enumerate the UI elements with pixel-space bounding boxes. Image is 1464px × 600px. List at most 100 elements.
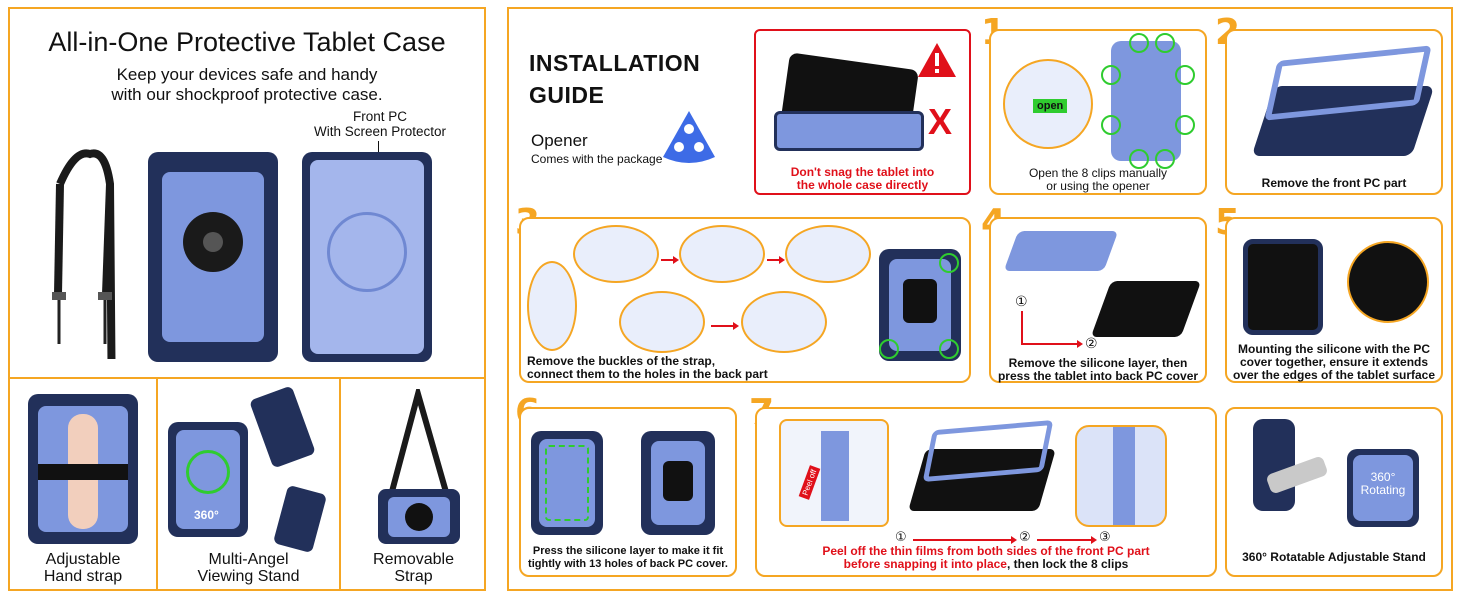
feature-removable-strap: Removable Strap [341,551,486,585]
step-3-buckle-photo-4 [619,291,705,353]
step-6-case-back-image [641,431,715,535]
step-4-line-2: press the tablet into back PC cover [997,369,1199,383]
step-6-box: Press the silicone layer to make it fit … [519,407,737,577]
removable-strap-image [378,389,460,544]
step-3-buckle-photo-5 [741,291,827,353]
peel-off-tab: Peel off [798,465,821,500]
rotating-badge-line-1: 360° [1370,470,1396,484]
callout-line-1: Front PC [352,109,407,124]
step-7-line-2-red: before snapping it into place [843,557,1007,571]
clip-marker [1101,65,1121,85]
installation-guide-panel: INSTALLATION GUIDE Opener Comes with the… [507,7,1453,591]
opener-label: Opener [531,131,588,150]
product-subtitle: Keep your devices safe and handy with ou… [10,65,484,105]
clip-marker [879,339,899,359]
rotating-stand-image: 360° [168,422,248,537]
clip-marker [1155,149,1175,169]
shoulder-strap-image [52,149,116,359]
step-5-edge-closeup [1347,241,1429,323]
rotating-badge: 360° Rotating [1347,471,1419,497]
step-4-caption: Remove the silicone layer, then press th… [991,357,1205,383]
warning-line-1: Don't snag the tablet into [790,165,935,179]
step-1-line-1: Open the 8 clips manually [1028,166,1168,180]
step-3-buckle-photo-3 [785,225,871,283]
step-5-tablet-image [1243,239,1323,335]
front-pc-screen-protector-image [302,152,432,362]
guide-title-line-2: GUIDE [529,82,605,108]
warning-line-2: the whole case directly [796,178,929,192]
step-3-arrow [767,256,785,264]
divider-vertical-1 [156,377,158,591]
product-title: All-in-One Protective Tablet Case [48,27,446,57]
step-4-line-1: Remove the silicone layer, then [1008,356,1188,370]
step-3-buckle-photo-1 [573,225,659,283]
step-3-strap-photo [527,261,577,351]
opener-tool-icon [663,111,715,163]
stand-portrait-image [272,484,328,554]
divider-horizontal [10,377,484,379]
callout-line-2: With Screen Protector [313,124,447,139]
warning-triangle-icon [918,43,956,77]
step-4-marker-1: ① [1015,293,1028,309]
step-7-clip-closeup [1075,425,1167,527]
wrong-mark-icon: X [928,101,953,142]
clip-marker [1155,33,1175,53]
rotating-badge-line-2: Rotating [1360,483,1406,497]
step-1-case-image [1111,41,1181,161]
rotate-badge: 360° [194,508,219,522]
step-1-box: open Open the 8 clips manually or using … [989,29,1207,195]
step-5-line-2: cover together, ensure it extends [1239,355,1429,369]
stand-box: 360° Rotating 360° Rotatable Adjustable … [1225,407,1443,577]
step-7-marker-3: ③ [1099,529,1111,544]
guide-title: INSTALLATION GUIDE [529,47,700,111]
step-7-arrow [1037,536,1097,544]
step-3-box: Remove the buckles of the strap, connect… [519,217,971,383]
step-5-box: Mounting the silicone with the PC cover … [1225,217,1443,383]
step-2-box: Remove the front PC part [1225,29,1443,195]
stand-caption: 360° Rotatable Adjustable Stand [1242,550,1426,564]
step-4-arrow [1021,340,1083,348]
subtitle-line-1: Keep your devices safe and handy [116,65,378,84]
step-4-arrow-vertical [1021,311,1023,343]
stand-landscape-image [249,385,316,469]
open-badge: open [1033,99,1068,113]
front-pc-callout: Front PC With Screen Protector [300,109,460,139]
step-7-caption: Peel off the thin films from both sides … [757,545,1215,571]
step-5-line-3: over the edges of the tablet surface [1232,368,1436,382]
step-7-arrow [913,536,1017,544]
warning-box: X Don't snag the tablet into the whole c… [754,29,971,195]
step-6-line-2: tightly with 13 holes of back PC cover. [528,558,728,570]
feature-viewing-stand: Multi-Angel Viewing Stand [158,551,339,585]
feature-viewing-stand-line-2: Viewing Stand [197,568,300,585]
step-3-caption: Remove the buckles of the strap, connect… [527,355,827,381]
step-3-arrow [711,322,739,330]
step-7-peel-photo: Peel off [779,419,889,527]
clip-marker [939,339,959,359]
feature-hand-strap-line-2: Hand strap [43,568,123,585]
clip-marker [1175,115,1195,135]
step-6-line-1: Press the silicone layer to make it fit [532,545,724,557]
case-back-with-handstrap-image [148,152,278,362]
step-7-line-2: before snapping it into place, then lock… [757,558,1215,571]
feature-viewing-stand-line-1: Multi-Angel [208,551,289,568]
hand-strap-image [28,394,138,544]
feature-hand-strap-line-1: Adjustable [45,551,121,568]
step-3-arrow [661,256,679,264]
clip-marker [1175,65,1195,85]
product-overview-panel: All-in-One Protective Tablet Case Keep y… [8,7,486,591]
clip-marker [1101,115,1121,135]
step-3-line-1: Remove the buckles of the strap, [527,354,716,368]
step-7-marker-1: ① [895,529,907,544]
step-1-caption: Open the 8 clips manually or using the o… [991,167,1205,193]
feature-removable-strap-line-1: Removable [373,551,454,568]
step-7-line-1: Peel off the thin films from both sides … [822,544,1150,558]
step-1-opener-photo: open [1003,59,1093,149]
step-3-buckle-photo-2 [679,225,765,283]
stand-rotating-image: 360° Rotating [1347,449,1419,527]
subtitle-line-2: with our shockproof protective case. [111,85,383,104]
opener-subtext: Comes with the package [531,152,663,166]
step-5-caption: Mounting the silicone with the PC cover … [1227,343,1441,382]
step-7-box: Peel off ① ② ③ Peel off the thin films f… [755,407,1217,577]
step-4-tablet-image [1090,281,1202,337]
step-7-marker-2: ② [1019,529,1031,544]
